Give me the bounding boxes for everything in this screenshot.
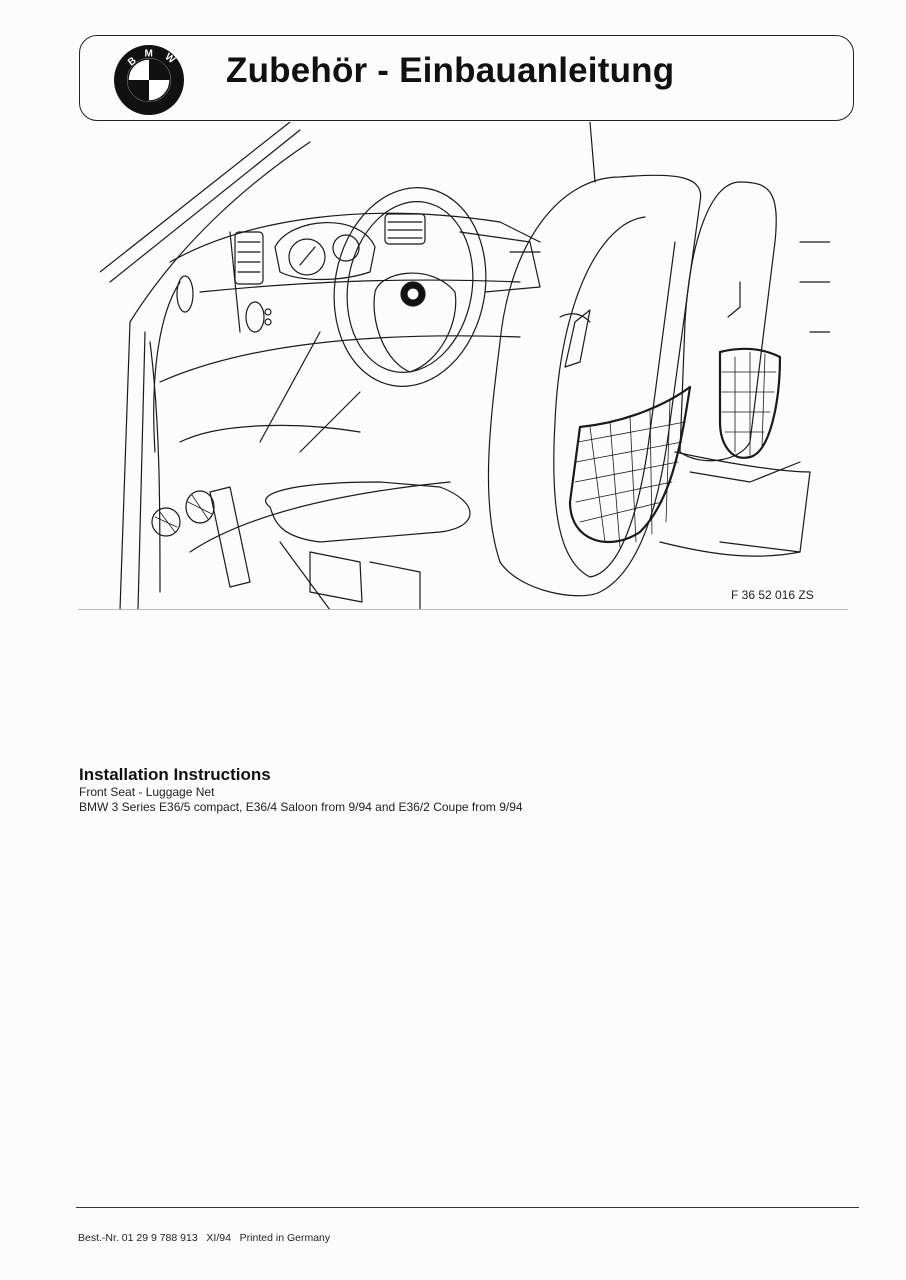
footer-divider	[76, 1207, 859, 1208]
instructions-line-1: Front Seat - Luggage Net	[79, 785, 215, 799]
figure-code: F 36 52 016 ZS	[731, 588, 814, 602]
divider	[78, 609, 848, 610]
svg-text:M: M	[145, 49, 153, 60]
bmw-logo: B M W	[114, 45, 184, 115]
instructions-line-2: BMW 3 Series E36/5 compact, E36/4 Saloon…	[79, 800, 523, 814]
footer-text: Best.-Nr. 01 29 9 788 913 XI/94 Printed …	[78, 1232, 331, 1244]
page-title: Zubehör - Einbauanleitung	[226, 51, 675, 90]
car-interior-illustration	[100, 122, 830, 610]
instructions-block: Installation Instructions Front Seat - L…	[79, 765, 523, 815]
header-box: B M W Zubehör - Einbauanleitung	[79, 35, 854, 121]
instructions-heading: Installation Instructions	[79, 765, 271, 784]
